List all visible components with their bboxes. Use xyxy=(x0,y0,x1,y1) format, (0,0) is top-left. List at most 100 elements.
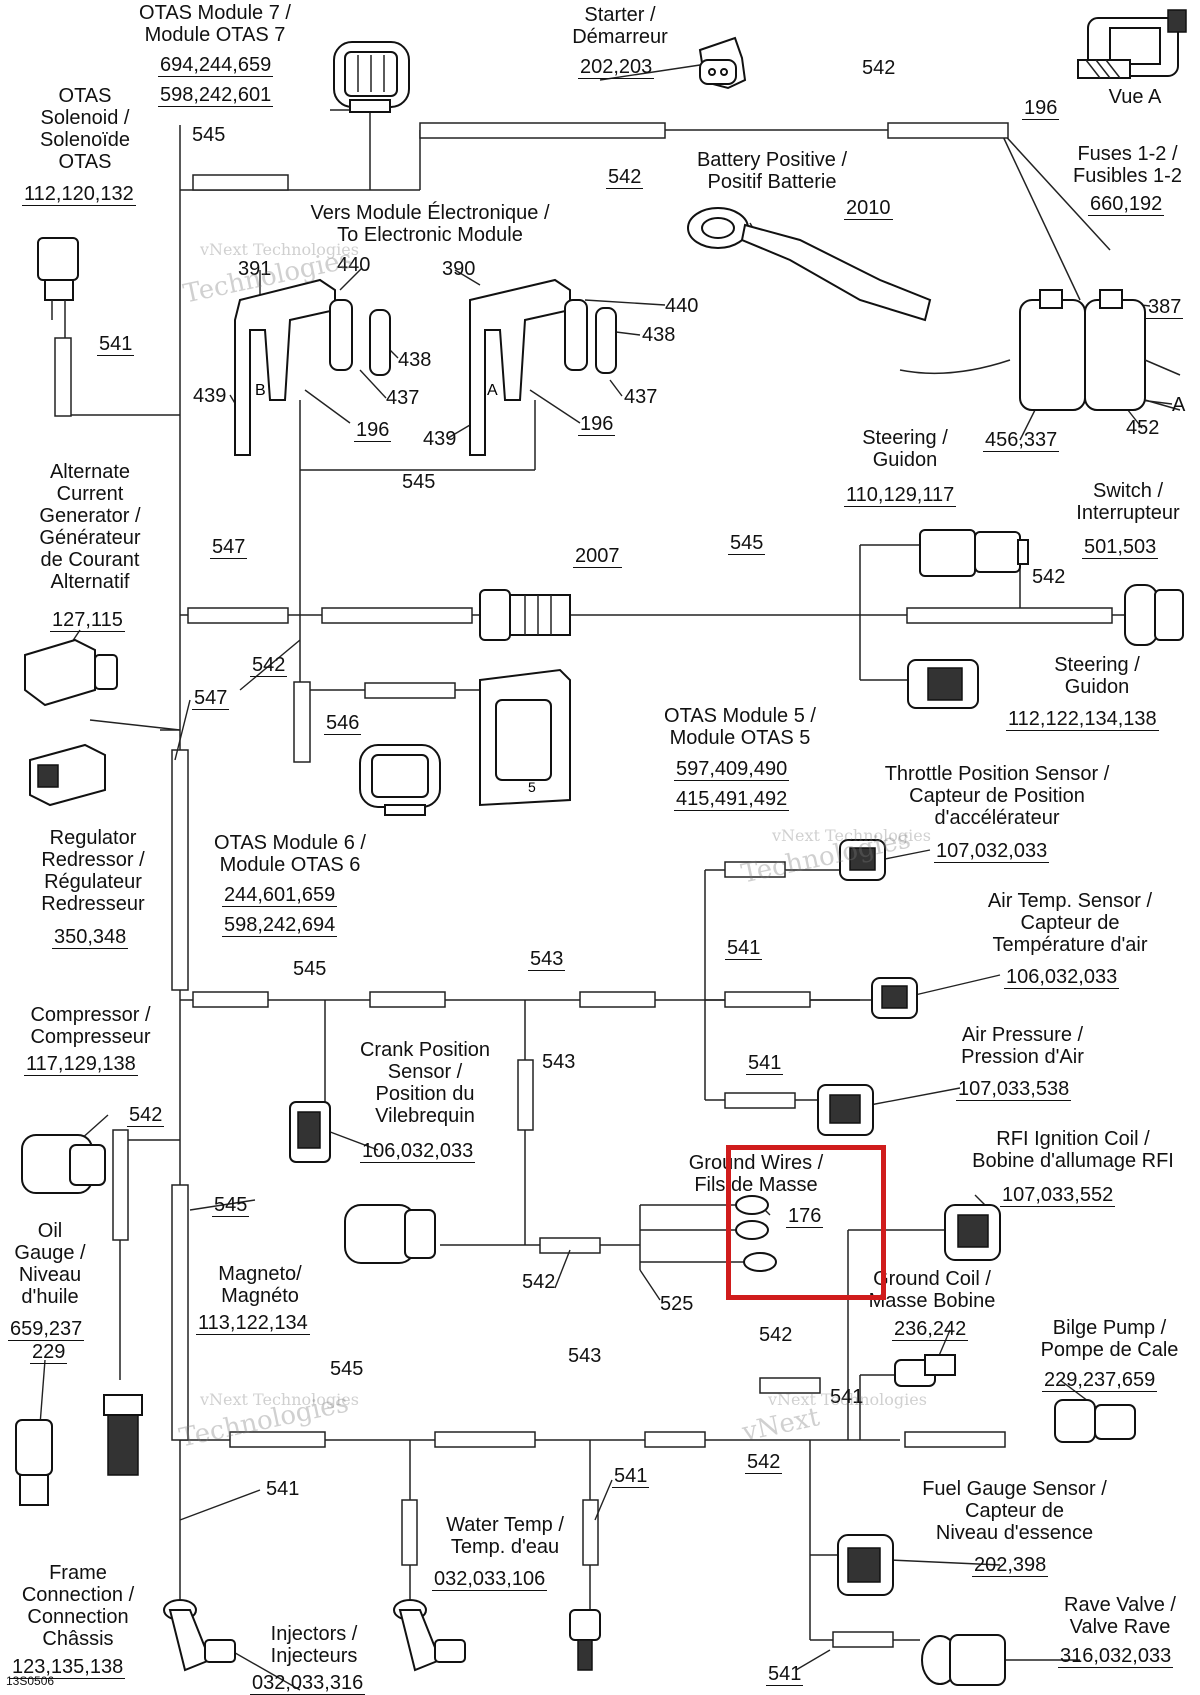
leader-38 xyxy=(594,1479,613,1521)
otas6-connector xyxy=(359,744,441,816)
leader-23 xyxy=(869,1087,961,1106)
otas5-connector: 5 xyxy=(479,668,571,807)
steering-2-connector xyxy=(907,659,979,709)
steering-1-connector xyxy=(919,529,1029,577)
regulator-ref: 350,348 xyxy=(52,926,129,949)
steering-2-title: Steering / Guidon xyxy=(1054,654,1140,698)
connector-drawings: B A xyxy=(15,9,1187,1686)
water-temp-ref: 032,033,106 xyxy=(432,1568,548,1591)
switch-ref: 501,503 xyxy=(1082,536,1159,559)
callout-545-b: 545 xyxy=(728,532,766,555)
leader-13 xyxy=(609,379,623,397)
rave-title: Rave Valve / Valve Rave xyxy=(1064,1594,1176,1638)
switch-title: Switch / Interrupteur xyxy=(1076,480,1180,524)
fuses-title: Fuses 1-2 / Fusibles 1-2 xyxy=(1073,143,1182,187)
callout-439-a: 439 xyxy=(423,428,457,450)
air-temp-connector xyxy=(871,977,918,1019)
callout-545-ecm: 545 xyxy=(402,471,436,493)
wire-segment-6 xyxy=(999,129,1111,251)
leader-22 xyxy=(914,974,1001,996)
ground-ring-terminals xyxy=(735,1195,777,1272)
alternator-ref: 127,115 xyxy=(50,609,125,632)
callout-542-switch: 542 xyxy=(1032,566,1066,588)
callout-438-a: 438 xyxy=(642,324,676,346)
callout-a: A xyxy=(1172,394,1186,416)
figure-code: 13S0506 xyxy=(6,1674,55,1688)
harness-sleeves xyxy=(54,122,1113,1648)
steering-1-ref: 110,129,117 xyxy=(844,484,957,507)
crank-ref: 106,032,033 xyxy=(360,1140,476,1163)
otas5-title: OTAS Module 5 / Module OTAS 5 xyxy=(664,705,816,749)
callout-547-b: 547 xyxy=(192,687,230,710)
sleeve-19 xyxy=(539,1237,601,1254)
alternator-title: Alternate Current Generator / Générateur… xyxy=(39,461,141,593)
callout-196-a: 196 xyxy=(578,413,616,436)
sleeve-12 xyxy=(579,991,656,1008)
frame-title: Frame Connection / Connection Châssis xyxy=(21,1562,135,1650)
magneto-title: Magneto/ Magnéto xyxy=(218,1263,302,1307)
sleeve-9 xyxy=(171,749,189,991)
solenoid-title: OTAS Solenoid / Solenoïde OTAS xyxy=(39,85,131,173)
otas5-ref-2: 415,491,492 xyxy=(674,788,790,811)
callout-542-h: 542 xyxy=(759,1324,793,1346)
compressor-ref: 117,129,138 xyxy=(24,1053,138,1076)
leader-34 xyxy=(889,1559,1001,1566)
otas7-connector xyxy=(333,41,410,113)
fuses-ref: 660,192 xyxy=(1088,193,1165,216)
rave-valve-connector xyxy=(921,1634,1006,1686)
callout-437-a: 437 xyxy=(624,386,658,408)
callout-541-h: 541 xyxy=(830,1386,864,1408)
callout-545-f: 545 xyxy=(330,1358,364,1380)
rave-ref: 316,032,033 xyxy=(1058,1645,1174,1668)
sleeve-27 xyxy=(832,1631,894,1648)
wire-segment-7 xyxy=(999,129,1081,301)
alternator-connector xyxy=(24,638,118,707)
injectors-title: Injectors / Injecteurs xyxy=(270,1623,358,1667)
leader-21 xyxy=(879,849,931,861)
bilge-pump-connector xyxy=(1054,1399,1136,1443)
callout-391: 391 xyxy=(238,258,272,280)
sleeve-18 xyxy=(171,1184,189,1441)
callout-176: 176 xyxy=(786,1205,824,1228)
regulator-connector xyxy=(29,743,106,807)
callout-542-top: 542 xyxy=(862,57,896,79)
sleeve-1 xyxy=(419,122,666,139)
callout-542-mid: 542 xyxy=(606,166,644,189)
oil-ref: 659,237 xyxy=(8,1318,85,1341)
callout-438-b: 438 xyxy=(398,349,432,371)
sleeve-15 xyxy=(724,1092,796,1109)
sleeve-16 xyxy=(517,1059,534,1131)
fuel-gauge-ref: 202,398 xyxy=(972,1554,1049,1577)
svg-text:B: B xyxy=(255,382,266,399)
crank-connector xyxy=(289,1101,331,1163)
leader-28 xyxy=(39,1359,46,1426)
ground-coil-title: Ground Coil / Masse Bobine xyxy=(868,1268,996,1312)
switch-connector xyxy=(1124,584,1184,646)
starter-connector xyxy=(698,36,747,90)
sleeve-3 xyxy=(54,337,72,417)
leader-16 xyxy=(304,389,351,424)
leader-36 xyxy=(795,1649,831,1671)
otas7-ref-2: 598,242,601 xyxy=(158,84,274,107)
sleeve-4 xyxy=(187,607,289,624)
sleeve-22 xyxy=(644,1431,706,1448)
leader-7 xyxy=(339,267,363,291)
starter-title: Starter / Démarreur xyxy=(572,4,668,48)
magneto-connector xyxy=(344,1204,436,1264)
otas5-ref-1: 597,409,490 xyxy=(674,758,790,781)
callout-390: 390 xyxy=(442,258,476,280)
fuse-holder xyxy=(899,289,1181,411)
leader-8 xyxy=(454,269,481,286)
callout-541-rave: 541 xyxy=(766,1663,804,1686)
callout-437-b: 437 xyxy=(386,387,420,409)
electronic-module-title: Vers Module Électronique / To Electronic… xyxy=(310,202,550,246)
air-temp-ref: 106,032,033 xyxy=(1004,966,1120,989)
rfi-coil-ref: 107,033,552 xyxy=(1000,1184,1116,1207)
sleeve-10 xyxy=(192,991,269,1008)
tps-connector xyxy=(839,839,886,881)
bilge-title: Bilge Pump / Pompe de Cale xyxy=(1040,1317,1179,1361)
rfi-coil-connector xyxy=(944,1204,1001,1261)
callout-546: 546 xyxy=(324,712,362,735)
crank-title: Crank Position Sensor / Position du Vile… xyxy=(359,1039,491,1127)
